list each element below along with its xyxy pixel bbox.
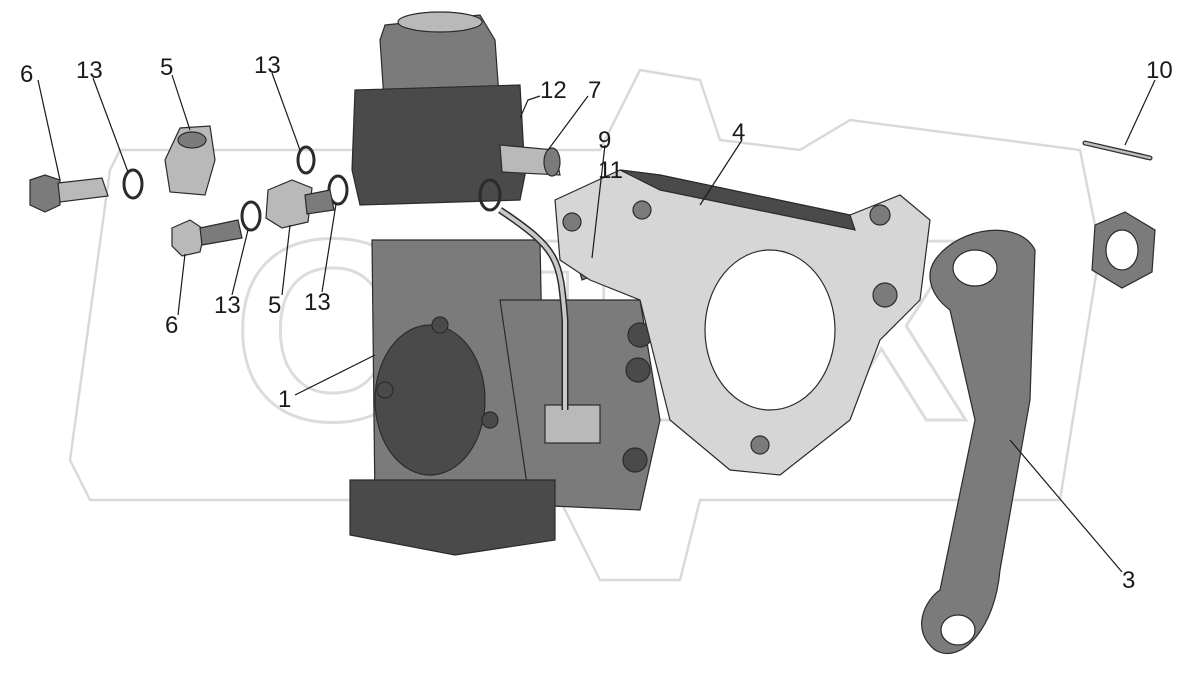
callout-10: 10: [1146, 57, 1173, 84]
part-5-union-lower: [265, 179, 335, 229]
part-13-washer-left: [122, 168, 144, 200]
callout-6-lower: 6: [165, 312, 178, 339]
callout-1: 1: [278, 386, 291, 413]
part-1-steering-gear-housing: [349, 11, 721, 556]
part-10-cotter-pin: [1082, 140, 1153, 161]
part-13-washer-upper: [296, 145, 316, 175]
castle-nut: [1091, 211, 1156, 289]
callout-11: 11: [598, 157, 623, 184]
part-13-washer-lower-a: [240, 200, 262, 232]
callout-13-lower-a: 13: [214, 292, 241, 319]
callout-12: 12: [540, 77, 567, 104]
callout-4: 4: [732, 119, 745, 146]
callout-3: 3: [1122, 567, 1135, 594]
callout-13-upper: 13: [254, 52, 281, 79]
callout-6-upper: 6: [20, 61, 33, 88]
part-4-bracket: [554, 169, 931, 476]
callout-13-lower-b: 13: [304, 289, 331, 316]
part-12-seal-ring: [478, 178, 502, 212]
part-7-pipe-fitting: [499, 144, 561, 177]
callout-5-upper: 5: [160, 54, 173, 81]
callout-5-lower: 5: [268, 292, 281, 319]
part-5-union-upper: [164, 125, 216, 196]
callout-13-left: 13: [76, 57, 103, 84]
part-6-bolt-lower: [171, 219, 243, 257]
callout-labels: 6 13 5 13 12 7 9 11 4 10 6 13 5 13 1 3: [20, 52, 1173, 594]
oil-pipe: [498, 207, 569, 410]
part-6-banjo-bolt: [29, 174, 109, 213]
part-3-pitman-arm: [921, 229, 1036, 655]
leader-lines: [37, 72, 1156, 573]
callout-7: 7: [588, 77, 601, 104]
callout-9: 9: [598, 127, 611, 154]
